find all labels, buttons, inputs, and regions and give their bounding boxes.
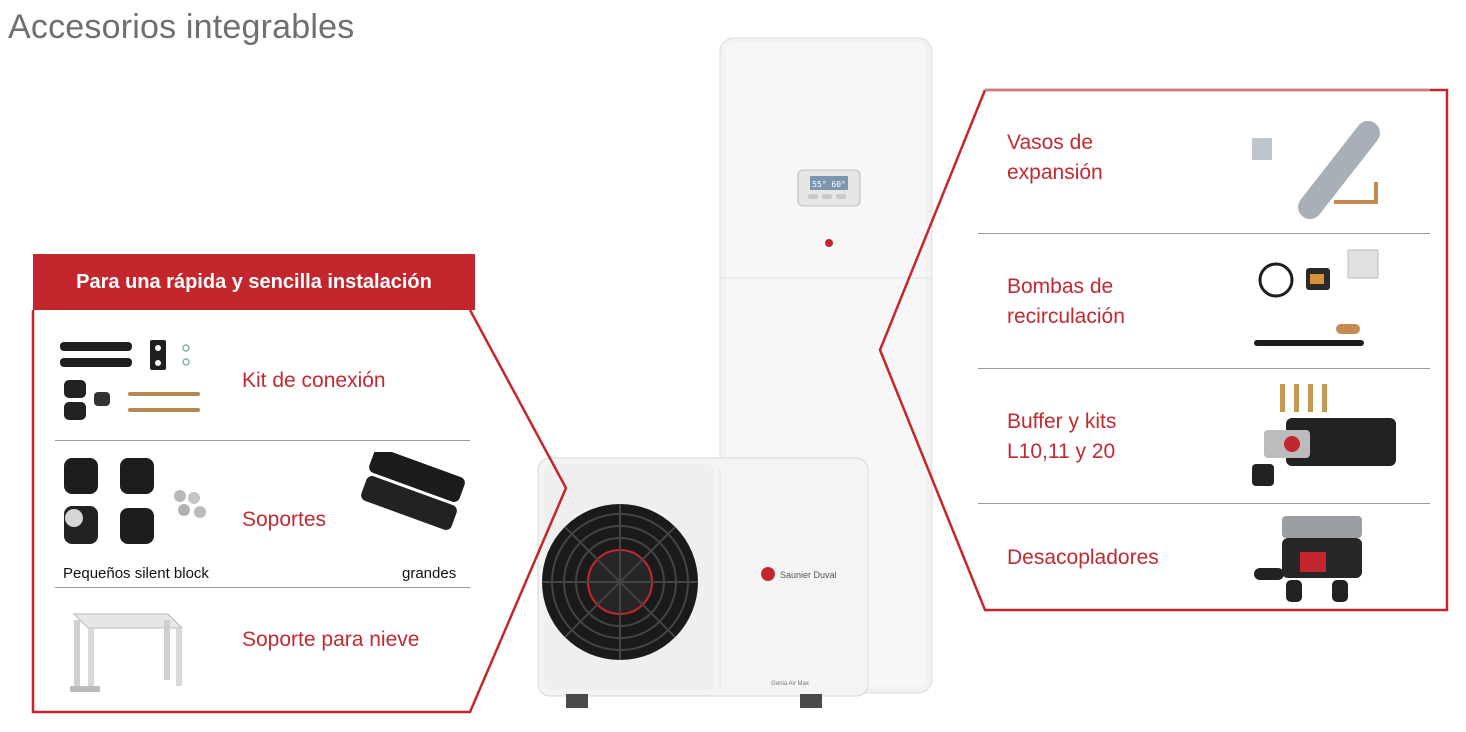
silent-block-large-image <box>361 452 465 530</box>
brand-logo-icon <box>825 239 833 247</box>
left-panel-header: Para una rápida y sencilla instalación <box>33 254 475 310</box>
buffer-kit-image <box>1252 384 1396 486</box>
snow-stand-image <box>70 613 184 692</box>
desacopladores-label: Desacopladores <box>1007 546 1159 569</box>
display-readout: 55° 60° <box>812 180 846 189</box>
left-divider-1 <box>55 440 470 441</box>
recirculation-pump-image <box>1254 249 1379 346</box>
left-divider-2 <box>55 587 470 588</box>
expansion-vessel-image <box>1252 120 1380 220</box>
kit-conexion-label: Kit de conexión <box>242 369 386 392</box>
large-silent-block-caption: grandes <box>402 565 457 582</box>
right-divider-3 <box>978 503 1430 504</box>
model-name: Genia Air Max <box>771 681 809 687</box>
silent-block-small-image <box>64 458 206 544</box>
page-title: Accesorios integrables <box>8 8 355 46</box>
bombas-recirculacion-label: Bombas de recirculación <box>1007 275 1125 328</box>
right-divider-1 <box>978 233 1430 234</box>
heat-pump-product-image: 55° 60° Saunier Duval Genia Air Max <box>537 37 933 708</box>
right-divider-2 <box>978 368 1430 369</box>
buffer-kits-label: Buffer y kits L10,11 y 20 <box>1007 410 1117 463</box>
soportes-label: Soportes <box>242 508 327 531</box>
soporte-nieve-label: Soporte para nieve <box>242 628 420 651</box>
fan-grille <box>542 504 698 660</box>
brand-name: Saunier Duval <box>780 570 837 580</box>
small-silent-block-caption: Pequeños silent block <box>63 565 209 582</box>
vasos-expansion-label: Vasos de expansión <box>1007 131 1103 184</box>
connection-kit-image <box>60 340 200 420</box>
brand-mark-icon <box>761 567 775 581</box>
decoupler-image <box>1254 516 1362 602</box>
